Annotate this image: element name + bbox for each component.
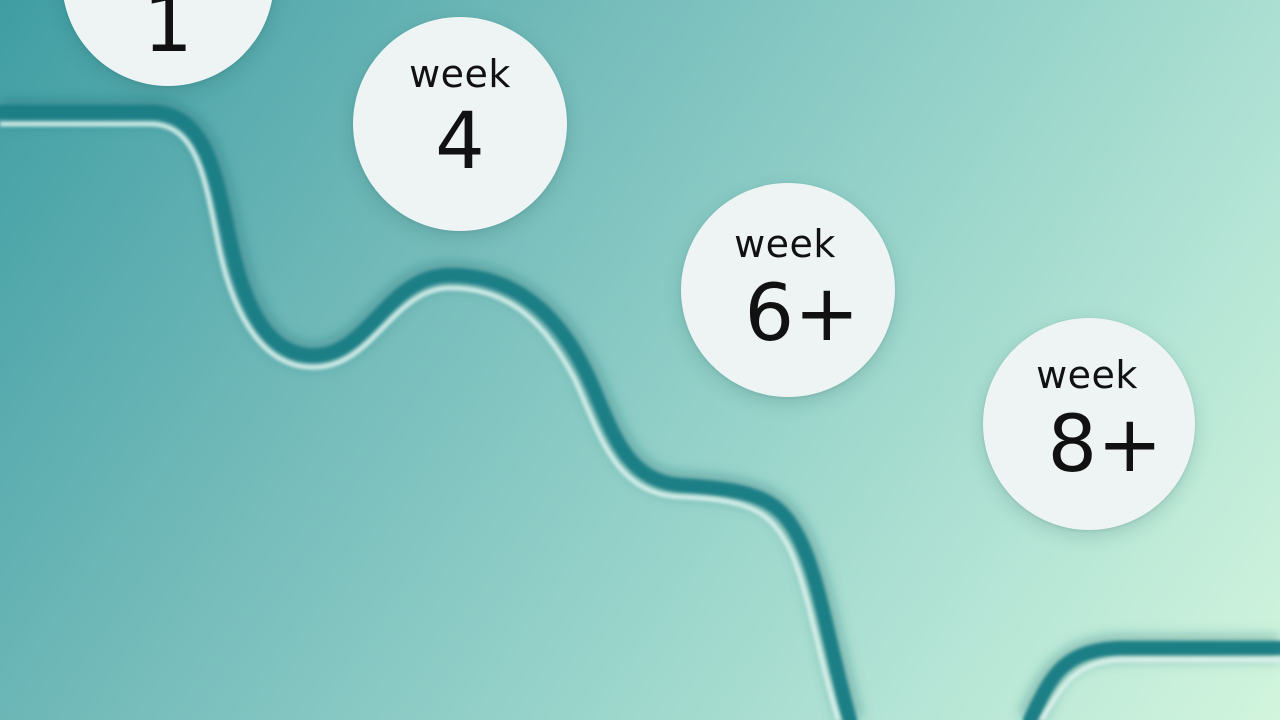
- week-6-number: 6+: [744, 269, 860, 359]
- week-4-badge: week 4: [353, 17, 567, 231]
- week-6-badge: week 6+: [681, 183, 895, 397]
- week-6-label: week: [734, 222, 836, 266]
- week-8-label: week: [1036, 353, 1138, 397]
- wave-highlight: [0, 121, 1280, 720]
- week-8-badge: week 8+: [983, 318, 1195, 530]
- week-4-label: week: [409, 52, 511, 96]
- week-1-number: 1: [143, 0, 193, 70]
- wave-groove: [0, 105, 1280, 720]
- week-8-number: 8+: [1047, 400, 1163, 490]
- week-4-number: 4: [435, 97, 485, 187]
